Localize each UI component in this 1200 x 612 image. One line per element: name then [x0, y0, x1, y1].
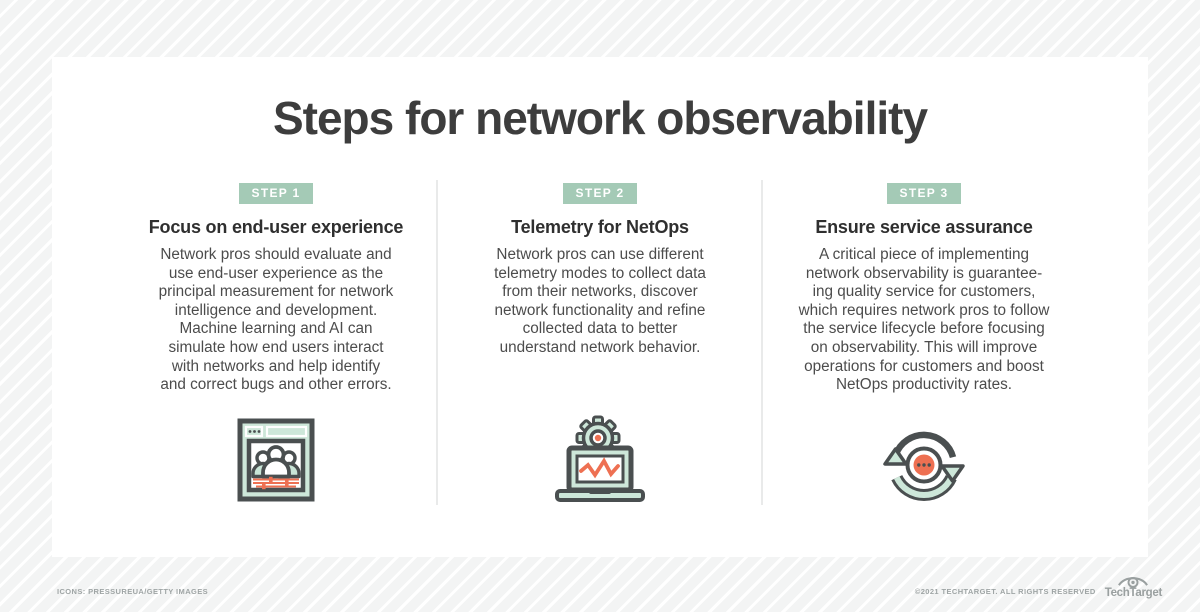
column-divider	[436, 180, 438, 505]
step-2-description: Network pros can use different telemetry…	[494, 246, 706, 356]
step-3-badge: STEP 3	[886, 183, 962, 204]
techtarget-logo: TechTarget	[1105, 573, 1162, 600]
page-title: Steps for network observability	[272, 92, 928, 144]
footer-right: ©2021 TECHTARGET. ALL RIGHTS RESERVED Te…	[915, 573, 1162, 600]
step-3-column: STEP 3 Ensure service assurance A critic…	[764, 183, 1084, 565]
step-2-column: STEP 2 Telemetry for NetOps Network pros…	[440, 183, 760, 565]
cycle-arrows-icon	[878, 418, 970, 515]
step-1-description: Network pros should evaluate and use end…	[158, 246, 394, 394]
step-2-heading: Telemetry for NetOps	[511, 217, 689, 237]
techtarget-wordmark: TechTarget	[1104, 586, 1163, 599]
laptop-telemetry-icon	[552, 412, 648, 513]
techtarget-eye-icon	[1118, 576, 1149, 588]
browser-audience-icon-svg	[237, 418, 315, 502]
infographic-card: Steps for network observability STEP 1 F…	[52, 57, 1148, 557]
step-1-badge: STEP 1	[238, 183, 314, 204]
step-3-heading: Ensure service assurance	[815, 217, 1033, 237]
step-2-badge: STEP 2	[562, 183, 638, 204]
icon-credits: ICONS: PRESSUREUA/GETTY IMAGES	[57, 587, 209, 596]
step-1-column: STEP 1 Focus on end-user experience Netw…	[116, 183, 436, 565]
step-3-description: A critical piece of implementing network…	[798, 246, 1050, 394]
step-1-heading: Focus on end-user experience	[148, 217, 404, 237]
column-divider	[761, 180, 763, 505]
copyright-text: ©2021 TECHTARGET. ALL RIGHTS RESERVED	[914, 587, 1096, 596]
browser-audience-icon	[236, 418, 316, 507]
laptop-telemetry-icon-svg	[555, 415, 645, 502]
cycle-arrows-icon-svg	[883, 431, 965, 501]
